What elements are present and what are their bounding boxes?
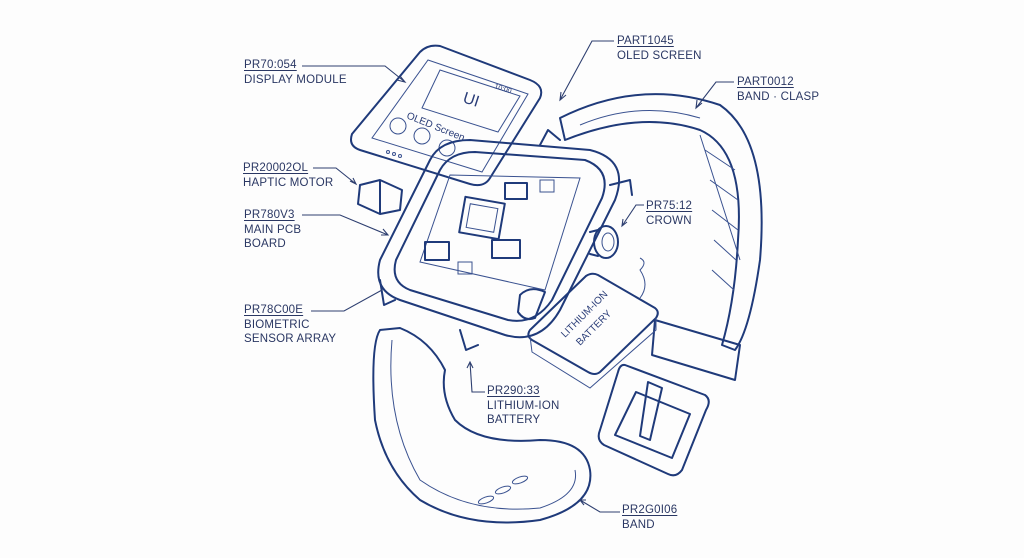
part-name: BOARD [244,238,286,250]
leader-lines [302,40,734,513]
part-name: SENSOR ARRAY [244,333,337,345]
label-biometric-sensor: PR78C00E BIOMETRIC SENSOR ARRAY [244,303,336,347]
part-name: OLED SCREEN [617,49,702,62]
screen-time: 10:00 [493,83,512,95]
label-band-clasp: PART0012 BAND · CLASP [737,75,819,104]
part-name: DISPLAY MODULE [244,73,347,86]
label-main-pcb: PR780V3 MAIN PCB BOARD [244,208,301,252]
watch-case-part [377,129,633,351]
label-oled-screen: PART1045 OLED SCREEN [617,34,702,63]
battery-part: LITHIUM-ION BATTERY [527,257,659,389]
part-code: PART0012 [737,76,794,88]
part-code: PR290:33 [487,385,540,397]
part-name: BAND · CLASP [737,90,820,103]
part-code: PR75:12 [646,200,693,212]
label-band: PR2G0I06 BAND [622,503,677,532]
crown-part [589,225,619,259]
band-clasp-part [559,93,763,351]
part-name: BATTERY [487,414,541,426]
part-code: PR70:054 [244,59,297,71]
part-name: LITHIUM-ION [487,399,560,412]
part-name: BAND [622,518,655,531]
part-name: MAIN PCB [244,223,302,236]
part-code: PART1045 [617,35,674,47]
side-button [517,288,546,321]
label-haptic-motor: PR20002OL HAPTIC MOTOR [243,161,333,190]
part-name: BIOMETRIC [244,318,310,331]
part-code: PR780V3 [244,209,295,221]
label-display-module: PR70:054 DISPLAY MODULE [244,58,347,87]
part-code: PR2G0I06 [622,504,678,516]
buckle-part [597,319,741,477]
haptic-motor-part [357,179,403,215]
part-name: HAPTIC MOTOR [243,176,334,189]
screen-ui-title: UI [461,90,481,111]
part-name: CROWN [646,214,692,227]
label-battery: PR290:33 LITHIUM-ION BATTERY [487,384,559,428]
band-part [372,327,592,524]
main-pcb-part [419,174,581,291]
label-crown: PR75:12 CROWN [646,199,692,228]
part-code: PR20002OL [243,162,309,174]
part-code: PR78C00E [244,304,304,316]
